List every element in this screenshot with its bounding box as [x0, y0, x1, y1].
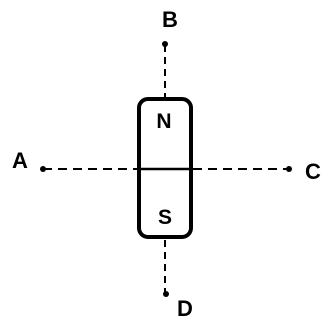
point-b-label: B: [162, 7, 178, 32]
point-b-dot: [162, 41, 168, 47]
south-pole-label: S: [158, 206, 172, 229]
point-c-label: C: [305, 159, 321, 184]
point-d-dot: [163, 291, 169, 297]
point-a-label: A: [12, 148, 28, 173]
point-c-dot: [286, 166, 292, 172]
point-d-label: D: [177, 296, 193, 320]
point-a-dot: [40, 166, 46, 172]
north-pole-label: N: [156, 110, 171, 133]
